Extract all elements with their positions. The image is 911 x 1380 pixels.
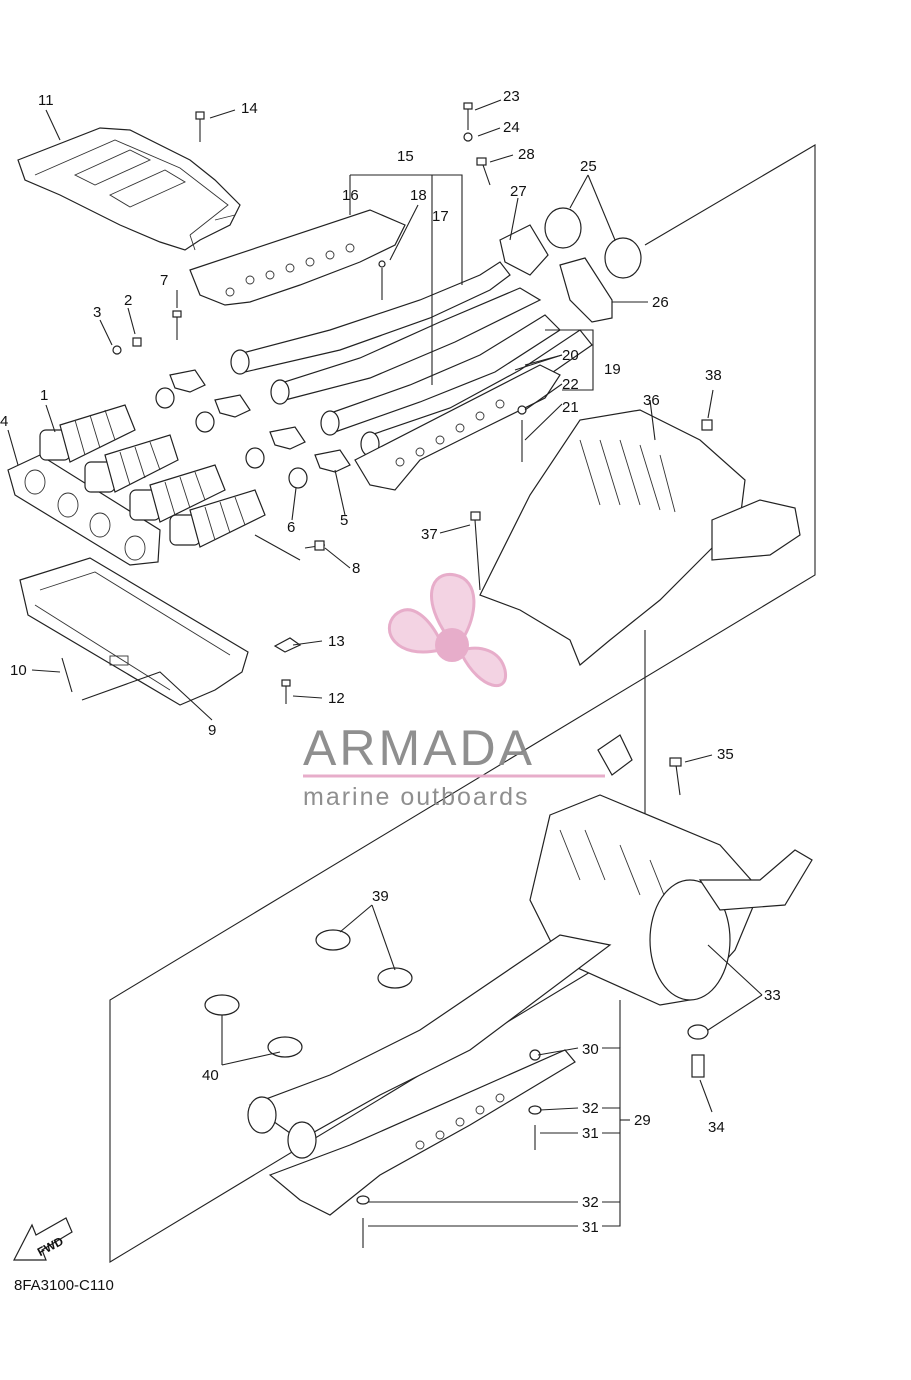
callout-17: 17 bbox=[432, 208, 449, 225]
exhaust-joint-1 bbox=[39, 404, 266, 548]
small-hardware bbox=[61, 102, 713, 1248]
callout-19: 19 bbox=[604, 361, 621, 378]
assembly-boundary bbox=[109, 144, 816, 1263]
grommet-25 bbox=[544, 207, 642, 279]
exhaust-pipe-15 bbox=[230, 261, 542, 405]
muffler-29 bbox=[247, 734, 813, 1216]
armada-watermark: ARMADA marine outboards bbox=[303, 572, 605, 811]
callout-33: 33 bbox=[764, 987, 781, 1004]
callout-16: 16 bbox=[342, 187, 359, 204]
callout-38: 38 bbox=[705, 367, 722, 384]
ring-6 bbox=[155, 387, 308, 489]
plug-39 bbox=[315, 929, 413, 989]
callout-13: 13 bbox=[328, 633, 345, 650]
callout-36: 36 bbox=[643, 392, 660, 409]
callout-35: 35 bbox=[717, 746, 734, 763]
callout-6: 6 bbox=[287, 519, 295, 536]
callout-23: 23 bbox=[503, 88, 520, 105]
callout-37: 37 bbox=[421, 526, 438, 543]
callout-30: 30 bbox=[582, 1041, 599, 1058]
callout-9: 9 bbox=[208, 722, 216, 739]
plug-40 bbox=[204, 994, 303, 1058]
callout-7: 7 bbox=[160, 272, 168, 289]
clamp-5 bbox=[169, 369, 351, 473]
callout-31a: 31 bbox=[582, 1125, 599, 1142]
callout-39: 39 bbox=[372, 888, 389, 905]
callout-3: 3 bbox=[93, 304, 101, 321]
watermark-tagline: marine outboards bbox=[303, 783, 530, 811]
callout-18: 18 bbox=[410, 187, 427, 204]
callout-28: 28 bbox=[518, 146, 535, 163]
callout-27: 27 bbox=[510, 183, 527, 200]
callout-29: 29 bbox=[634, 1112, 651, 1129]
callout-31b: 31 bbox=[582, 1219, 599, 1236]
callout-14: 14 bbox=[241, 100, 258, 117]
callout-21: 21 bbox=[562, 399, 579, 416]
callout-4: 4 bbox=[0, 413, 8, 430]
callout-2: 2 bbox=[124, 292, 132, 309]
callout-34: 34 bbox=[708, 1119, 725, 1136]
callout-32a: 32 bbox=[582, 1100, 599, 1117]
watermark-brand: ARMADA bbox=[303, 720, 535, 776]
callout-11: 11 bbox=[38, 92, 54, 109]
callout-32b: 32 bbox=[582, 1194, 599, 1211]
callout-24: 24 bbox=[503, 119, 520, 136]
heat-protector-9 bbox=[19, 557, 249, 706]
callout-8: 8 bbox=[352, 560, 360, 577]
leader-lines bbox=[7, 99, 763, 1227]
propeller-logo bbox=[387, 572, 507, 688]
callout-5: 5 bbox=[340, 512, 348, 529]
callout-25: 25 bbox=[580, 158, 597, 175]
diagram-code: 8FA3100-C110 bbox=[14, 1277, 114, 1294]
callout-10: 10 bbox=[10, 662, 27, 679]
stay-26-27 bbox=[499, 224, 613, 323]
callout-26: 26 bbox=[652, 294, 669, 311]
callout-labels: 1 2 3 4 5 6 7 8 9 10 11 12 13 14 15 16 1… bbox=[0, 88, 781, 1236]
callout-12: 12 bbox=[328, 690, 345, 707]
fwd-arrow-icon: FWD bbox=[13, 1217, 73, 1261]
callout-22: 22 bbox=[562, 376, 579, 393]
bracket-16 bbox=[189, 209, 406, 306]
callout-1: 1 bbox=[40, 387, 48, 404]
bracket-20 bbox=[354, 364, 561, 491]
heat-shield-36 bbox=[479, 409, 801, 666]
heat-protector-11 bbox=[17, 127, 241, 251]
callout-15: 15 bbox=[397, 148, 414, 165]
callout-40: 40 bbox=[202, 1067, 219, 1084]
callout-20: 20 bbox=[562, 347, 579, 364]
